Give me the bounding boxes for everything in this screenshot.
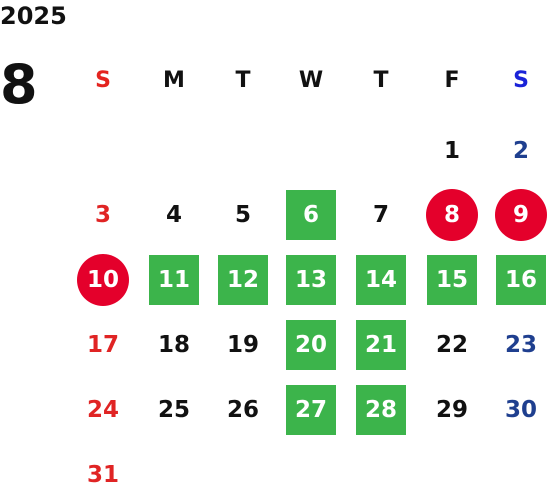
day-cell[interactable]: 1 — [443, 138, 460, 164]
day-cell-green[interactable]: 21 — [356, 320, 406, 370]
day-cell-green[interactable]: 12 — [218, 255, 268, 305]
day-cell[interactable]: 18 — [157, 332, 190, 358]
day-cell-red[interactable]: 9 — [495, 189, 547, 241]
day-cell-green[interactable]: 13 — [286, 255, 336, 305]
weekday-header: S — [513, 67, 529, 93]
day-cell[interactable]: 19 — [226, 332, 259, 358]
day-cell[interactable]: 26 — [226, 397, 259, 423]
month-number: 8 — [0, 53, 38, 116]
day-cell[interactable]: 23 — [504, 332, 537, 358]
weekday-header: S — [95, 67, 111, 93]
day-cell-green[interactable]: 11 — [149, 255, 199, 305]
day-cell-red[interactable]: 10 — [77, 254, 129, 306]
day-cell[interactable]: 25 — [157, 397, 190, 423]
weekday-header: T — [373, 67, 389, 93]
weekday-header: T — [235, 67, 251, 93]
day-cell-green[interactable]: 28 — [356, 385, 406, 435]
day-cell[interactable]: 29 — [435, 397, 468, 423]
day-cell[interactable]: 7 — [372, 202, 389, 228]
day-cell[interactable]: 24 — [86, 397, 119, 423]
day-cell[interactable]: 17 — [86, 332, 119, 358]
day-cell-green[interactable]: 14 — [356, 255, 406, 305]
day-cell[interactable]: 2 — [512, 138, 529, 164]
day-cell-green[interactable]: 15 — [427, 255, 477, 305]
day-cell[interactable]: 30 — [504, 397, 537, 423]
day-cell-green[interactable]: 6 — [286, 190, 336, 240]
day-cell-red[interactable]: 8 — [426, 189, 478, 241]
day-cell[interactable]: 4 — [165, 202, 182, 228]
day-cell[interactable]: 5 — [234, 202, 251, 228]
day-cell[interactable]: 3 — [94, 202, 111, 228]
weekday-header: W — [298, 67, 324, 93]
day-cell-green[interactable]: 27 — [286, 385, 336, 435]
weekday-header: F — [444, 67, 460, 93]
year-label: 2025 — [0, 2, 67, 30]
day-cell[interactable]: 31 — [86, 462, 119, 488]
day-cell-green[interactable]: 20 — [286, 320, 336, 370]
weekday-header: M — [163, 67, 185, 93]
day-cell-green[interactable]: 16 — [496, 255, 546, 305]
day-cell[interactable]: 22 — [435, 332, 468, 358]
